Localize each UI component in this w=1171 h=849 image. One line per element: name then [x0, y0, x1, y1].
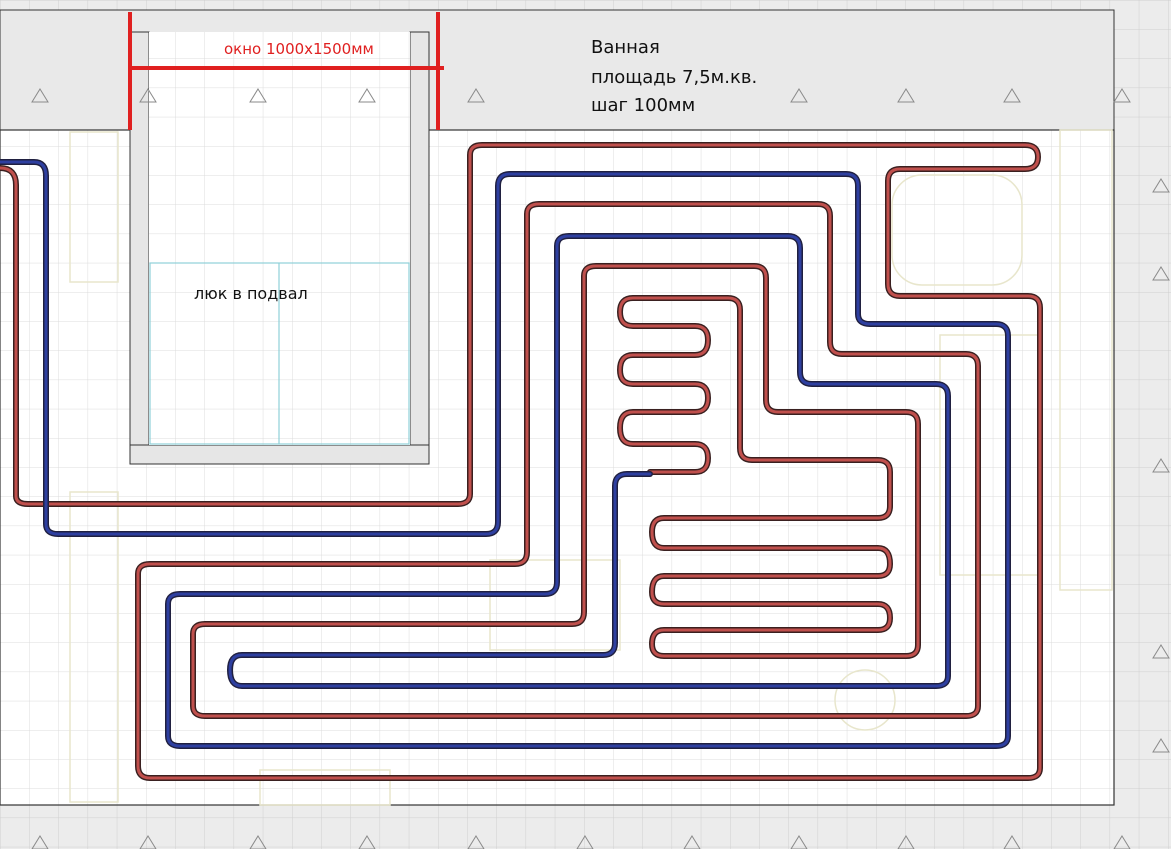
triangle-marker-icon	[358, 835, 376, 849]
triangle-marker-icon	[1113, 88, 1131, 103]
room-name: Ванная	[591, 37, 660, 58]
triangle-marker-icon	[897, 88, 915, 103]
pipe-step: шаг 100мм	[591, 95, 695, 116]
window-opening	[129, 31, 430, 465]
triangle-marker-icons	[31, 88, 1170, 849]
window-dimension-marker	[128, 12, 444, 130]
triangle-marker-icon	[467, 835, 485, 849]
supply-pipe	[0, 142, 1043, 781]
triangle-marker-icon	[897, 835, 915, 849]
triangle-marker-icon	[139, 88, 157, 103]
triangle-marker-icon	[1152, 644, 1170, 659]
triangle-marker-icon	[790, 835, 808, 849]
triangle-marker-icon	[576, 835, 594, 849]
triangle-marker-icon	[1152, 738, 1170, 753]
triangle-marker-icon	[1152, 266, 1170, 281]
triangle-marker-icon	[1152, 178, 1170, 193]
triangle-marker-icon	[1152, 458, 1170, 473]
triangle-marker-icon	[1113, 835, 1131, 849]
triangle-marker-icon	[1003, 835, 1021, 849]
triangle-marker-icon	[358, 88, 376, 103]
window-label: окно 1000х1500мм	[224, 40, 374, 58]
triangle-marker-icon	[1003, 88, 1021, 103]
triangle-marker-icon	[790, 88, 808, 103]
triangle-marker-icon	[683, 835, 701, 849]
room-area: площадь 7,5м.кв.	[591, 67, 757, 88]
basement-hatch	[149, 262, 410, 445]
triangle-marker-icon	[31, 88, 49, 103]
hatch-label: люк в подвал	[194, 284, 308, 303]
triangle-marker-icon	[249, 835, 267, 849]
triangle-marker-icon	[31, 835, 49, 849]
return-pipe	[0, 159, 1011, 749]
triangle-marker-icon	[139, 835, 157, 849]
supply-pipe-loops	[0, 142, 1043, 781]
triangle-marker-icon	[467, 88, 485, 103]
triangle-marker-icon	[249, 88, 267, 103]
return-pipe-loops	[0, 159, 1011, 749]
